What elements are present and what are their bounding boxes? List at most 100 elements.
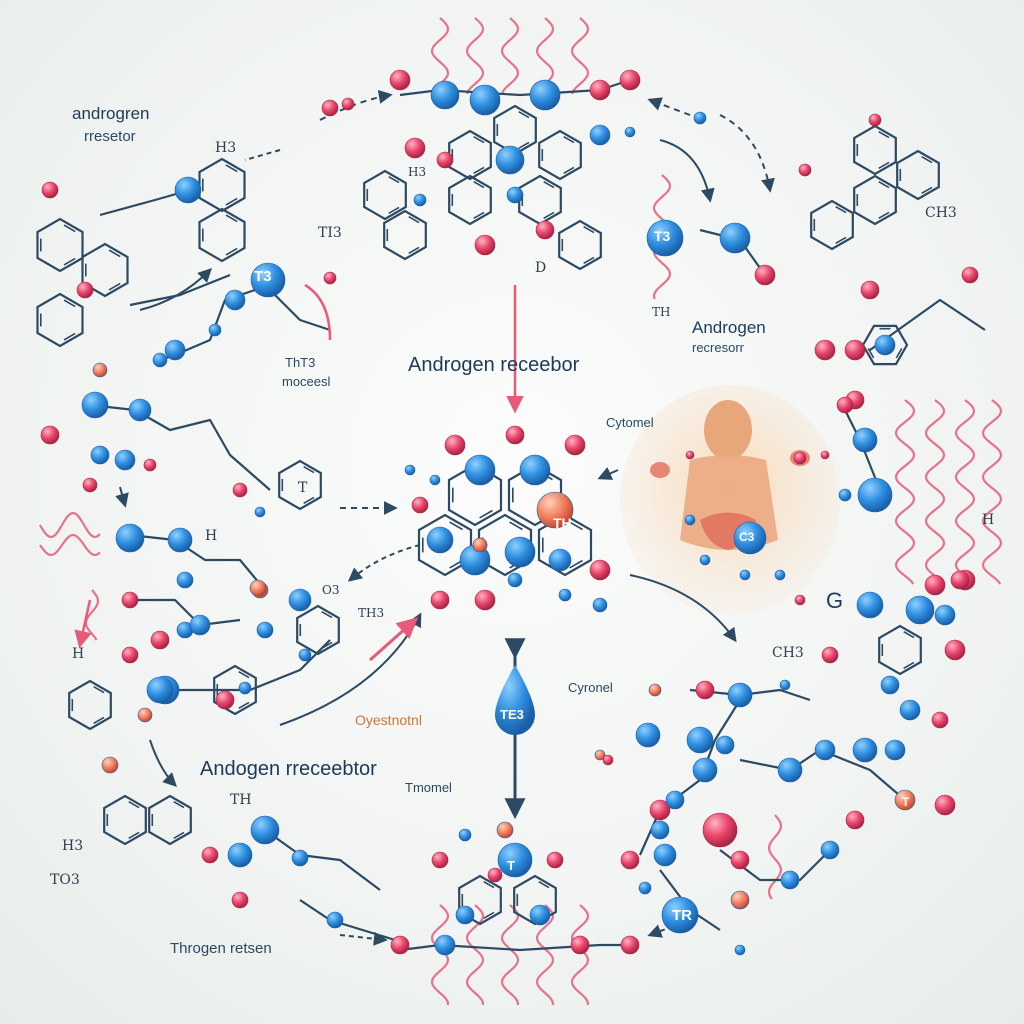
arrow-icon: [597, 467, 619, 480]
atom: [326, 911, 344, 929]
atom: [249, 579, 267, 597]
ring: [558, 219, 602, 271]
atom: [719, 222, 751, 254]
label-th3: TH3: [358, 606, 385, 620]
ring-inner: [867, 327, 903, 359]
atom: [298, 648, 312, 662]
atom: [589, 79, 611, 101]
label-t: T: [298, 480, 308, 496]
atom: [152, 352, 168, 368]
atom: [635, 722, 661, 748]
tmomel-label: Tmomel: [405, 780, 452, 795]
ring-inner: [856, 181, 890, 219]
atom: [341, 97, 355, 111]
droplet-label: TE3: [500, 707, 524, 722]
label-h-left2: H: [72, 646, 85, 662]
atom: [146, 676, 174, 704]
ring-inner: [541, 136, 575, 174]
bond: [869, 298, 986, 351]
label-g: G: [826, 588, 844, 613]
atom: [323, 271, 337, 285]
ring: [507, 463, 563, 527]
atom: [820, 450, 830, 460]
bond: [264, 284, 331, 332]
atom: [820, 840, 840, 860]
atom: [474, 234, 496, 256]
atom: [81, 391, 109, 419]
atom: [40, 425, 60, 445]
atom: [686, 726, 714, 754]
atom: [90, 445, 110, 465]
ring: [853, 124, 897, 176]
atom: [389, 69, 411, 91]
label-o3: O3: [322, 583, 340, 597]
atom: [505, 425, 525, 445]
atom: [844, 339, 866, 361]
ring-inner: [40, 224, 76, 266]
atom: [665, 790, 685, 810]
atom: [41, 181, 59, 199]
ring-inner: [561, 226, 595, 264]
atom: [167, 527, 193, 553]
atom: [137, 707, 153, 723]
ring: [518, 174, 562, 226]
helix-icon: [768, 814, 782, 900]
atom: [798, 163, 812, 177]
helix-icon: [571, 17, 589, 95]
atom: [469, 84, 501, 116]
atom: [821, 646, 839, 664]
ring: [198, 157, 246, 213]
atom: [76, 281, 94, 299]
atom: [852, 427, 878, 453]
bottom-left-title: Andogen rreceebtor: [200, 758, 377, 780]
ring: [896, 149, 940, 201]
center-node-label: TH: [553, 515, 572, 531]
atom: [150, 630, 170, 650]
label-ti3: TI3: [318, 225, 342, 241]
right-subtitle: recresorr: [692, 340, 745, 355]
atom: [256, 621, 274, 639]
atom: [702, 812, 738, 848]
ring-inner: [40, 299, 76, 341]
atom: [404, 137, 426, 159]
ring: [810, 199, 854, 251]
arrow-icon: [369, 617, 419, 662]
ring: [417, 513, 473, 577]
helix-icon: [501, 17, 519, 95]
atom: [589, 124, 611, 146]
atom: [143, 458, 157, 472]
atom: [589, 559, 611, 581]
atom: [570, 935, 590, 955]
atom: [413, 193, 427, 207]
atom: [868, 113, 882, 127]
ring-group: [36, 104, 940, 926]
label-th-bl: TH: [230, 792, 252, 808]
atom: [250, 815, 280, 845]
arrow-icon: [149, 739, 177, 787]
ring: [363, 169, 407, 221]
cytomel-bottom-label: Cyronel: [568, 680, 613, 695]
ring: [477, 513, 533, 577]
ring-inner: [856, 131, 890, 169]
atom: [780, 870, 800, 890]
atom: [733, 521, 767, 555]
atom: [238, 681, 252, 695]
arrow-icon: [74, 599, 92, 649]
atom: [730, 850, 750, 870]
atom: [529, 79, 561, 111]
atom: [777, 757, 803, 783]
ring-inner: [813, 206, 847, 244]
atom: [684, 514, 696, 526]
atom: [931, 711, 949, 729]
atom: [250, 262, 286, 298]
atom: [548, 548, 572, 572]
atom: [661, 896, 699, 934]
atom: [564, 434, 586, 456]
atom: [529, 904, 551, 926]
atom: [852, 737, 878, 763]
atom: [558, 588, 572, 602]
atom: [620, 935, 640, 955]
atom: [121, 646, 139, 664]
atom: [602, 754, 614, 766]
atom-label-bottom-t: T: [507, 858, 515, 873]
